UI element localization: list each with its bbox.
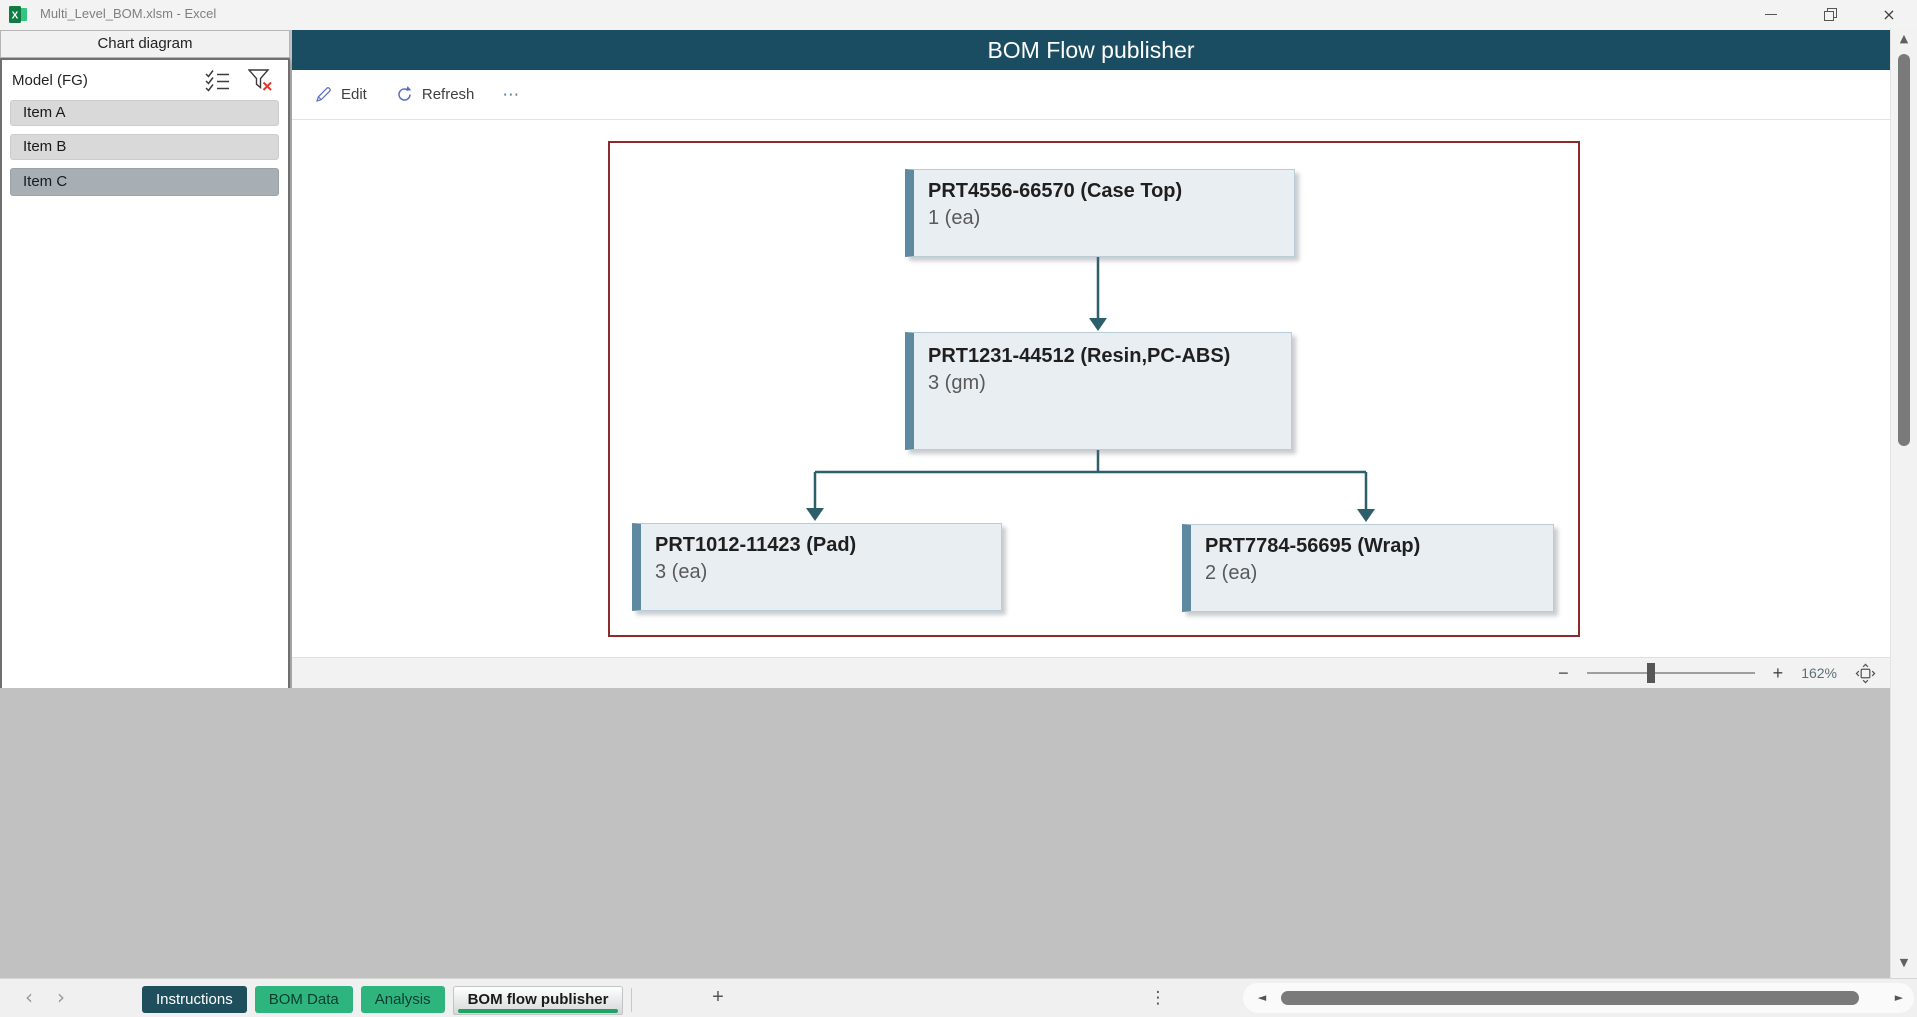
refresh-label: Refresh xyxy=(421,86,475,103)
chart-frame: PRT4556-66570 (Case Top) 1 (ea) PRT1231-… xyxy=(608,141,1580,637)
worksheet-background xyxy=(0,688,1890,978)
sheet-nav-right[interactable]: › xyxy=(57,985,65,1009)
sheet-tab-strip: ‹ › Instructions BOM Data Analysis BOM f… xyxy=(0,978,1917,1017)
zoom-bar: − + 162% xyxy=(292,657,1890,688)
svg-text:X: X xyxy=(12,11,19,22)
zoom-slider[interactable] xyxy=(1586,663,1755,683)
multi-select-button[interactable] xyxy=(204,67,232,93)
tab-options-handle[interactable]: ⋮ xyxy=(1149,988,1167,1008)
node-qty: 1 (ea) xyxy=(928,207,981,229)
sheet-nav-left[interactable]: ‹ xyxy=(25,985,33,1009)
edit-label: Edit xyxy=(341,86,367,103)
scroll-down-arrow[interactable]: ▼ xyxy=(1899,956,1909,969)
pencil-icon xyxy=(316,87,331,102)
diagram-canvas: PRT4556-66570 (Case Top) 1 (ea) PRT1231-… xyxy=(292,120,1890,657)
horizontal-scrollbar[interactable]: ◄ ► xyxy=(1243,983,1914,1013)
window-title: Multi_Level_BOM.xlsm - Excel xyxy=(40,6,217,21)
vertical-scrollbar[interactable]: ▲ ▼ xyxy=(1890,28,1917,978)
refresh-button[interactable]: Refresh xyxy=(395,85,475,104)
bom-node-case-top[interactable]: PRT4556-66570 (Case Top) 1 (ea) xyxy=(905,169,1295,257)
slicer-item-b[interactable]: Item B xyxy=(10,134,279,160)
node-qty: 2 (ea) xyxy=(1205,562,1258,584)
tab-bom-data[interactable]: BOM Data xyxy=(254,986,353,1013)
node-title: PRT7784-56695 (Wrap) xyxy=(1205,535,1421,557)
tab-instructions[interactable]: Instructions xyxy=(142,986,247,1013)
scroll-left-arrow[interactable]: ◄ xyxy=(1257,991,1267,1004)
slicer-field-label: Model (FG) xyxy=(12,72,88,89)
bom-node-resin[interactable]: PRT1231-44512 (Resin,PC-ABS) 3 (gm) xyxy=(905,332,1292,450)
multi-select-icon xyxy=(205,69,229,92)
minimize-icon xyxy=(1765,13,1777,15)
bom-node-pad[interactable]: PRT1012-11423 (Pad) 3 (ea) xyxy=(632,523,1002,611)
refresh-icon xyxy=(398,86,412,101)
horizontal-scrollbar-thumb[interactable] xyxy=(1281,991,1859,1005)
tab-separator xyxy=(631,988,633,1012)
scroll-up-arrow[interactable]: ▲ xyxy=(1899,32,1909,45)
clear-filter-icon xyxy=(247,68,272,91)
edit-button[interactable]: Edit xyxy=(314,85,367,104)
fit-to-window-icon xyxy=(1855,663,1876,683)
zoom-out-button[interactable]: − xyxy=(1558,663,1569,683)
addin-banner-title: BOM Flow publisher xyxy=(292,30,1890,70)
close-button[interactable]: × xyxy=(1882,4,1896,24)
slicer-item-c[interactable]: Item C xyxy=(10,168,279,196)
add-sheet-button[interactable]: + xyxy=(712,986,724,1008)
scroll-right-arrow[interactable]: ► xyxy=(1894,991,1904,1004)
node-title: PRT1231-44512 (Resin,PC-ABS) xyxy=(928,345,1231,367)
node-qty: 3 (ea) xyxy=(655,561,708,583)
task-pane-header: Chart diagram xyxy=(0,30,290,58)
node-qty: 3 (gm) xyxy=(928,372,986,394)
tab-bom-flow-publisher[interactable]: BOM flow publisher xyxy=(452,986,624,1015)
restore-icon xyxy=(1823,7,1837,21)
zoom-in-button[interactable]: + xyxy=(1772,663,1784,683)
zoom-slider-thumb[interactable] xyxy=(1646,663,1655,683)
node-title: PRT4556-66570 (Case Top) xyxy=(928,180,1183,202)
sheet-tabs: Instructions BOM Data Analysis BOM flow … xyxy=(142,986,633,1015)
tab-analysis[interactable]: Analysis xyxy=(360,986,445,1013)
clear-filter-button[interactable] xyxy=(246,67,274,93)
restore-button[interactable] xyxy=(1815,0,1845,28)
node-title: PRT1012-11423 (Pad) xyxy=(655,534,857,556)
more-commands-button[interactable]: ⋯ xyxy=(502,84,522,105)
zoom-level-label: 162% xyxy=(1801,665,1837,681)
excel-app-icon[interactable]: X xyxy=(8,4,29,25)
addin-toolbar: Edit Refresh ⋯ xyxy=(292,70,1890,120)
minimize-button[interactable] xyxy=(1756,0,1786,28)
title-bar: X Multi_Level_BOM.xlsm - Excel × xyxy=(0,0,1917,30)
bom-node-wrap[interactable]: PRT7784-56695 (Wrap) 2 (ea) xyxy=(1182,524,1554,612)
fit-to-window-button[interactable] xyxy=(1855,663,1876,684)
task-pane: Model (FG) Item A Item B Item C xyxy=(0,58,290,692)
vertical-scrollbar-thumb[interactable] xyxy=(1898,54,1910,446)
slicer-item-a[interactable]: Item A xyxy=(10,100,279,126)
